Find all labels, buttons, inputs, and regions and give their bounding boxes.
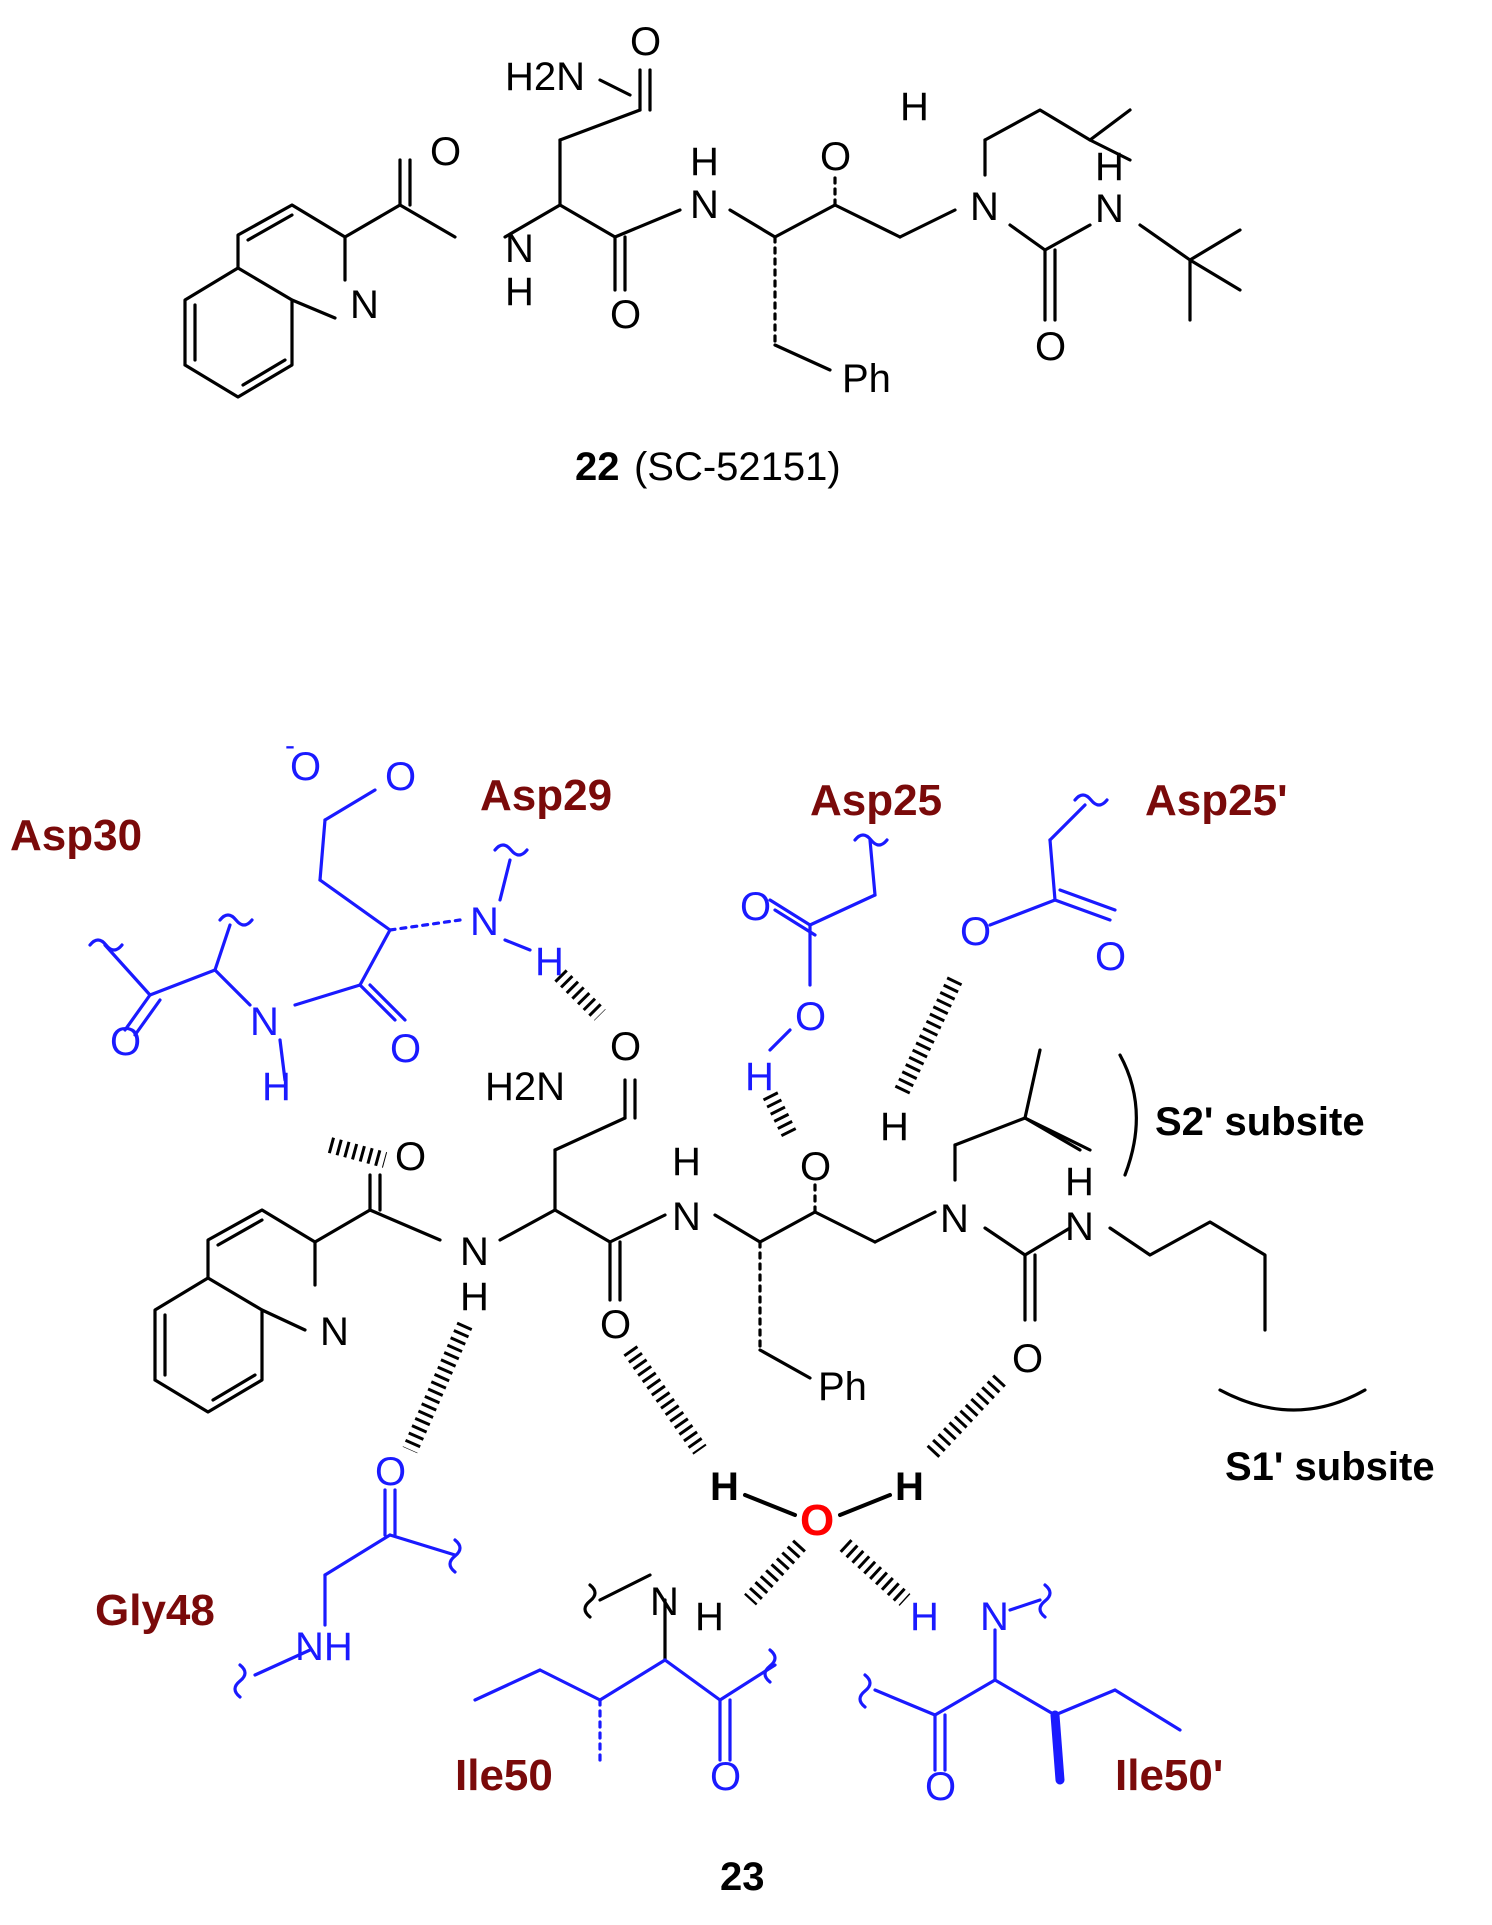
- amide2-o-label-23: O: [600, 1303, 631, 1347]
- compound-22-number: 22: [575, 445, 620, 489]
- gly48-nh-label: NH: [295, 1625, 353, 1669]
- amide-o-label: O: [630, 20, 661, 64]
- ile50-o-label: O: [710, 1755, 741, 1799]
- amide-nh2-label-23: H2N: [485, 1065, 565, 1109]
- hbond-water-urea-o: [924, 1374, 1006, 1461]
- compound-23-number: 23: [720, 1855, 765, 1899]
- hbond-gly48-nh: [402, 1321, 473, 1454]
- hbond-asp25-oh-hydroxyl: [762, 1091, 798, 1139]
- compound-22-code: (SC-52151): [634, 445, 841, 489]
- ring-n-label-23: N: [320, 1310, 349, 1354]
- residue-ile50-fragment: [473, 1573, 777, 1762]
- residue-label-asp25p: Asp25': [1145, 776, 1288, 825]
- water-h-left-label: H: [710, 1465, 739, 1509]
- subsite-label-s2p: S2' subsite: [1155, 1100, 1365, 1144]
- urea-n-label-23: N: [1065, 1205, 1094, 1249]
- urea-o-label-23: O: [1012, 1337, 1043, 1381]
- s1-subsite-arc: [1218, 1388, 1367, 1412]
- carbonyl-o-label-23: O: [395, 1135, 426, 1179]
- gly48-o-label: O: [375, 1450, 406, 1494]
- amide-o-label-23: O: [610, 1025, 641, 1069]
- hydroxyl-o-label: O: [820, 135, 851, 179]
- asp25-h-label: H: [745, 1055, 774, 1099]
- ile50p-n-label: N: [980, 1595, 1009, 1639]
- hbond-water-ile50: [744, 1539, 806, 1606]
- hydroxyl-h-label-23: H: [880, 1105, 909, 1149]
- quinoline-pyridine-ring: [236, 203, 347, 282]
- residue-asp30-fragment: [88, 788, 532, 1082]
- asp25-o1-label: O: [740, 885, 771, 929]
- asp29-h-label: H: [535, 940, 564, 984]
- asp29-charge-label: -: [285, 729, 295, 762]
- residue-label-asp29: Asp29: [480, 771, 612, 820]
- nh-top-n-label: N: [690, 183, 719, 227]
- compound-23: H2N O O N H O N H N O H Ph N H N O O H H: [10, 729, 1435, 1899]
- carbonyl-o-label: O: [430, 130, 461, 174]
- tertiary-n-label: N: [970, 185, 999, 229]
- quinoline-benzo-ring: [183, 266, 294, 399]
- residue-asp25p-fragment: [988, 793, 1117, 927]
- quinoline-benzo-ring-23: [153, 1276, 264, 1414]
- residue-label-ile50: Ile50: [455, 1751, 553, 1800]
- urea-nh-h-label-23: H: [1065, 1160, 1094, 1204]
- residue-label-gly48: Gly48: [95, 1586, 215, 1635]
- residue-label-asp30: Asp30: [10, 811, 142, 860]
- asp29-o-label: O: [385, 755, 416, 799]
- hbond-asp29-nh-amide-o: [554, 969, 606, 1021]
- s2-subsite-arc: [1118, 1053, 1138, 1177]
- asp29-o-minus-label: O: [290, 745, 321, 789]
- asp25p-o1-label: O: [960, 910, 991, 954]
- asp29-n-label: N: [470, 900, 499, 944]
- asp30-n-label: N: [250, 1000, 279, 1044]
- water-h-right-label: H: [895, 1465, 924, 1509]
- subsite-label-s1p: S1' subsite: [1225, 1445, 1435, 1489]
- hydroxyl-h-label: H: [900, 85, 929, 129]
- nh-left-n-label-23: N: [460, 1230, 489, 1274]
- nh-left-h-label: H: [505, 270, 534, 314]
- nh-left-h-label-23: H: [460, 1275, 489, 1319]
- residue-asp25-fragment: [768, 833, 889, 1052]
- urea-o-label: O: [1035, 325, 1066, 369]
- asp30-o-label: O: [110, 1020, 141, 1064]
- hbond-water-ile50p: [839, 1539, 911, 1606]
- hbond-asp25p-hydroxyl-h: [892, 976, 963, 1099]
- residue-ile50p-fragment: [858, 1583, 1182, 1785]
- nh-top-n-label-23: N: [672, 1195, 701, 1239]
- water-oxygen-label: O: [800, 1496, 834, 1545]
- ring-n-label: N: [350, 283, 379, 327]
- hydroxyl-o-label-23: O: [800, 1145, 831, 1189]
- residue-label-ile50p: Ile50': [1115, 1751, 1223, 1800]
- ile50-n-label: N: [650, 1580, 679, 1624]
- nh-left-n-label: N: [505, 227, 534, 271]
- amide-nh2-label: H2N: [505, 55, 585, 99]
- asp29-co-label: O: [390, 1027, 421, 1071]
- phenyl-label-23: Ph: [818, 1365, 867, 1409]
- asp25p-o2-label: O: [1095, 935, 1126, 979]
- urea-nh-h-label: H: [1095, 145, 1124, 189]
- ile50p-h-label: H: [910, 1595, 939, 1639]
- asp30-h-label: H: [262, 1065, 291, 1109]
- compound-22-caption: 22 (SC-52151): [575, 445, 841, 489]
- nh-top-h-label-23: H: [672, 1140, 701, 1184]
- hbond-asp30-nh-carbonyl: [327, 1137, 388, 1168]
- residue-gly48-fragment: [233, 1488, 462, 1699]
- urea-n-label: N: [1095, 187, 1124, 231]
- tertiary-n-label-23: N: [940, 1197, 969, 1241]
- ile50-h-label: H: [695, 1595, 724, 1639]
- ile50p-o-label: O: [925, 1765, 956, 1809]
- compound-22: H2N O O N H O N H N O H Ph N H N O 22 (S…: [183, 20, 1242, 489]
- amide2-o-label: O: [610, 293, 641, 337]
- hbond-water-amide2-o: [623, 1345, 707, 1455]
- quinoline-pyridine-ring-23: [206, 1208, 317, 1287]
- asp25-o2-label: O: [795, 995, 826, 1039]
- nh-top-h-label: H: [690, 140, 719, 184]
- phenyl-label: Ph: [842, 357, 891, 401]
- residue-label-asp25: Asp25: [810, 776, 942, 825]
